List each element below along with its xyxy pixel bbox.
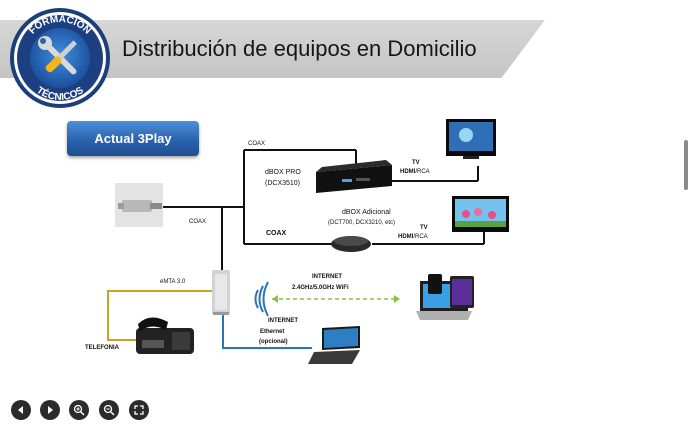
coax-left-label: COAX [189,219,207,225]
tv1-connection: HDMI/RCA [400,169,430,175]
tv1-title: TV [412,160,420,166]
coax-top-label: COAX [248,141,266,147]
emta-modem [212,270,230,315]
wall-coax-connector [115,183,163,227]
tv-1 [446,119,496,159]
page-title: Distribución de equipos en Domicilio [122,36,477,61]
coax-lines [162,149,485,270]
fullscreen-icon [134,405,144,415]
ethernet-note: (opcional) [259,339,288,345]
emta-label: eMTA 3.0 [160,279,186,285]
wifi-arrow-left [272,295,278,303]
ethernet-subtitle: Ethernet [260,329,285,335]
phone-line [107,290,213,341]
fullscreen-button[interactable] [129,400,149,420]
dbox-adicional-device [331,236,371,252]
prev-button[interactable] [11,400,31,420]
wifi-devices [416,274,474,320]
zoom-out-button[interactable] [99,400,119,420]
formacion-tecnicos-logo: FORMACIÓN TÉCNICOS [10,8,110,108]
dbox-pro-name: dBOX PRO [265,169,301,176]
tv2-title: TV [420,225,428,231]
wrench-screwdriver-icon [38,36,77,75]
dbox-adicional-name: dBOX Adicional [342,209,391,216]
zoom-out-icon [103,404,115,416]
ethernet-laptop [308,326,360,364]
dbox-pro-device [316,160,392,193]
zoom-in-icon [73,404,85,416]
dbox-adicional-model: (DCT700, DCX3210, etc) [328,220,396,226]
tv-2 [452,196,509,232]
zoom-in-button[interactable] [69,400,89,420]
actual-3play-button[interactable]: Actual 3Play [67,121,199,156]
wifi-arrow-right [394,295,400,303]
ethernet-line [222,314,312,349]
coax-mid-label: COAX [266,230,287,237]
tv2-connection: HDMI/RCA [398,234,428,240]
play-icon [48,406,53,414]
prev-icon [18,406,23,414]
ethernet-title: INTERNET [268,318,298,324]
wifi-title: INTERNET [312,274,342,280]
svg-text:TÉCNICOS: TÉCNICOS [34,85,86,103]
vertical-scrollbar[interactable] [684,140,688,190]
wifi-waves-icon [254,281,269,317]
play-button[interactable] [40,400,60,420]
dbox-pro-model: (DCX3510) [265,180,301,187]
wifi-subtitle: 2.4GHz/5.0GHz WiFi [292,285,349,291]
telephone [136,317,194,354]
telefonia-label: TELEFONIA [85,345,119,351]
